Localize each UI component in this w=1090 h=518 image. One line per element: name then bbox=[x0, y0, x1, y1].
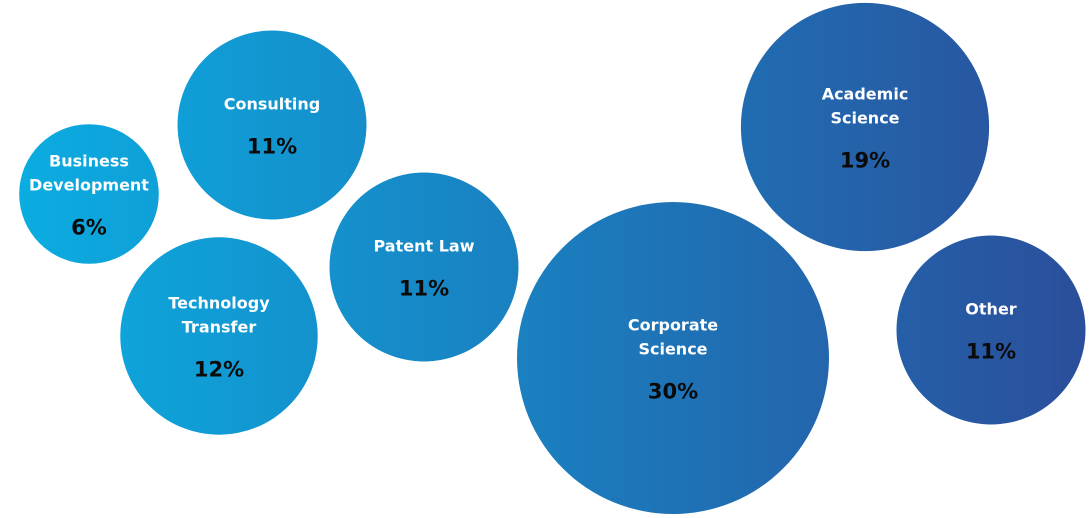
bubble-circle bbox=[177, 30, 367, 220]
bubble-circle bbox=[19, 124, 159, 264]
bubble-label: Business bbox=[49, 152, 129, 171]
bubble-other: Other 11% bbox=[896, 235, 1086, 425]
bubble-circle bbox=[896, 235, 1086, 425]
bubble-label: Academic bbox=[822, 85, 909, 104]
bubble-label: Technology bbox=[168, 294, 270, 313]
bubble-label: Transfer bbox=[182, 318, 257, 337]
bubble-label: Other bbox=[965, 300, 1016, 319]
bubble-circle bbox=[120, 237, 318, 435]
bubble-value: 30% bbox=[648, 379, 698, 403]
bubble-circle bbox=[329, 172, 519, 362]
bubble-label: Science bbox=[638, 340, 707, 359]
bubble-patent-law: Patent Law 11% bbox=[329, 172, 519, 362]
bubble-value: 12% bbox=[194, 357, 244, 381]
bubble-value: 11% bbox=[399, 276, 449, 300]
bubble-consulting: Consulting 11% bbox=[177, 30, 367, 220]
bubble-circle bbox=[517, 202, 829, 514]
bubble-value: 11% bbox=[247, 134, 297, 158]
bubble-value: 11% bbox=[966, 339, 1016, 363]
bubble-label: Patent Law bbox=[374, 237, 475, 256]
bubble-value: 6% bbox=[71, 215, 107, 239]
bubble-label: Science bbox=[830, 109, 899, 128]
bubble-label: Development bbox=[29, 176, 149, 195]
bubble-value: 19% bbox=[840, 148, 890, 172]
bubble-label: Corporate bbox=[628, 316, 718, 335]
bubble-circle bbox=[740, 2, 990, 252]
bubble-label: Consulting bbox=[224, 95, 321, 114]
